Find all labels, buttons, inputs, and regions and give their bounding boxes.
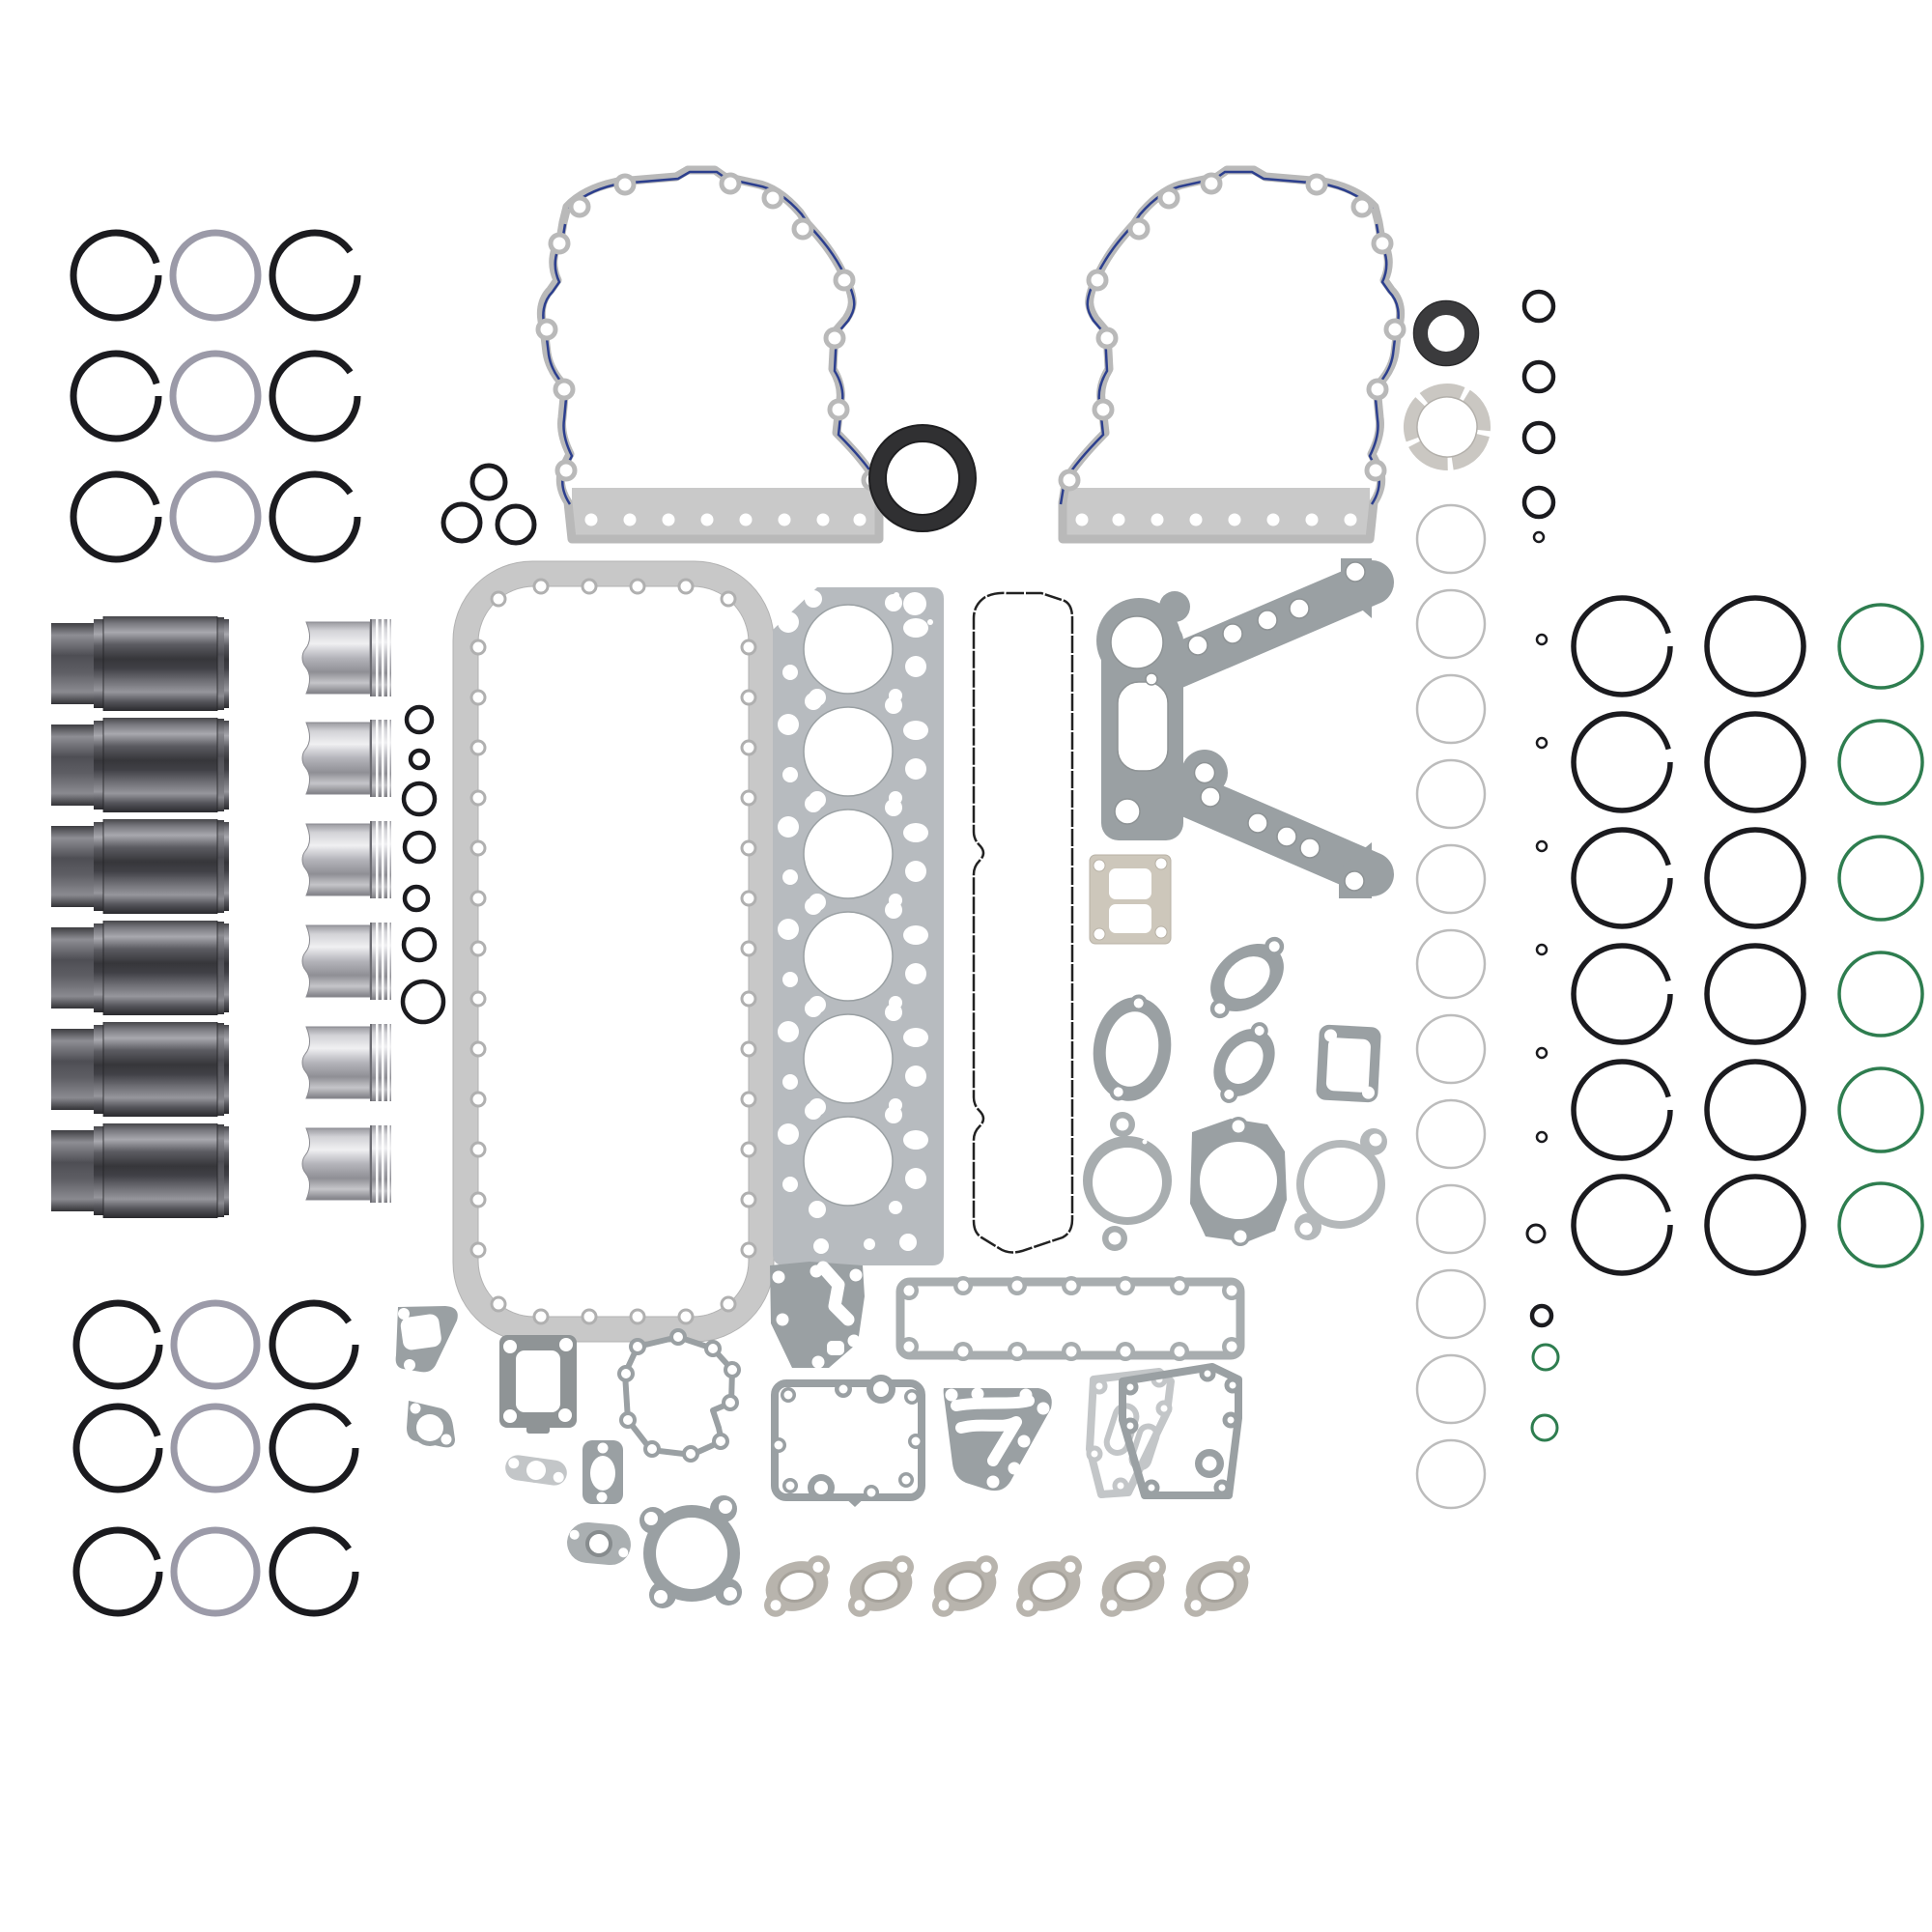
cover-gasket-bolt-holes	[1058, 172, 1406, 492]
piston	[301, 921, 392, 1002]
head-gasket-bores	[803, 604, 894, 1207]
piston-ring-set-top-left	[70, 229, 361, 563]
exhaust-port-gasket	[920, 1549, 1010, 1623]
piston	[301, 617, 392, 698]
housing-gasket-holes	[1110, 561, 1366, 892]
long-cover-gasket	[895, 1276, 1245, 1361]
cylinder-liner	[51, 921, 229, 1015]
bone-gasket	[505, 1455, 567, 1486]
cylinder-liner	[51, 718, 229, 812]
exhaust-port-gasket	[1172, 1549, 1263, 1623]
valve-cover-gasket	[972, 591, 1074, 1254]
front-housing-gasket	[1096, 558, 1394, 898]
oval-ring-gasket	[567, 1521, 631, 1566]
liner-shim-ring-column	[1415, 503, 1487, 1510]
rocker-gasket-light	[1086, 1368, 1175, 1498]
turbo-flange-gasket	[499, 1335, 577, 1434]
large-oring-grid-right	[1571, 595, 1924, 1276]
piston	[301, 1022, 392, 1103]
cover-gasket-bead	[542, 170, 883, 505]
front-cover-gasket-right	[1058, 165, 1406, 544]
head-gasket-passages	[778, 590, 933, 1254]
cover-gasket-skirt-holes	[584, 513, 867, 526]
square-port-gasket	[1316, 1024, 1381, 1103]
cover-gasket-skirt	[572, 488, 877, 539]
oil-ring-column	[169, 229, 262, 563]
tri-gasket-2	[407, 1401, 455, 1448]
oil-cooler-core-gasket	[943, 1387, 1052, 1492]
cylinder-liners	[51, 616, 229, 1218]
water-outlet-gasket-1	[1209, 936, 1285, 1019]
water-pump-gasket	[617, 1328, 741, 1463]
exhaust-port-gasket	[1088, 1549, 1179, 1623]
exhaust-port-gaskets	[752, 1549, 1263, 1623]
tri-gasket-1	[395, 1306, 458, 1373]
exhaust-port-gasket	[1004, 1549, 1094, 1623]
water-outlet-gasket-2	[1213, 1022, 1275, 1103]
oil-pan-gasket	[452, 560, 775, 1343]
turbo-mount-gasket	[1089, 854, 1172, 945]
accessory-drive-gasket	[639, 1495, 742, 1608]
exhaust-port-gasket	[836, 1549, 926, 1623]
long-gasket-holes	[899, 1276, 1241, 1361]
cylinder-liner	[51, 819, 229, 914]
piston-ring-set-bottom-left	[72, 1299, 359, 1617]
piston	[301, 819, 392, 900]
slot-gasket	[582, 1440, 623, 1504]
cover-gasket-bolt-holes	[535, 172, 884, 492]
cylinder-liner	[51, 1123, 229, 1218]
small-oring-column-top-right	[1521, 289, 1556, 544]
rocker-gasket-dark	[1119, 1363, 1242, 1499]
thermostat-gasket	[1093, 994, 1172, 1101]
front-cover-gasket-left	[535, 165, 884, 544]
cover-gasket-bead	[1059, 170, 1400, 505]
cylinder-head-gasket	[773, 587, 944, 1265]
cylinder-liner	[51, 616, 229, 711]
oil-cooler-plate-gasket	[770, 1261, 865, 1369]
cover-gasket-skirt-holes	[1075, 513, 1357, 526]
oring-cluster	[440, 463, 537, 546]
piston	[301, 718, 392, 799]
round-port-gasket-2	[1190, 1117, 1287, 1246]
oil-ring-column	[170, 1299, 261, 1617]
round-port-gasket-3	[1294, 1128, 1387, 1240]
thrust-bearing-washer	[1404, 384, 1491, 470]
pistons	[301, 617, 392, 1205]
side-cover-gasket	[771, 1375, 925, 1507]
cylinder-liner	[51, 1022, 229, 1117]
pan-gasket-bolt-holes	[469, 578, 757, 1325]
cover-gasket-skirt	[1065, 488, 1370, 539]
green-oring-column	[1837, 603, 1924, 1268]
small-oring-dot-column	[1525, 633, 1560, 1442]
crankshaft-front-seal	[868, 424, 977, 532]
small-oring-column-mid	[400, 704, 446, 1025]
exhaust-port-gasket	[752, 1549, 842, 1623]
crankshaft-rear-seal	[1412, 299, 1480, 367]
round-port-gasket-1	[1083, 1112, 1172, 1251]
piston	[301, 1123, 392, 1205]
